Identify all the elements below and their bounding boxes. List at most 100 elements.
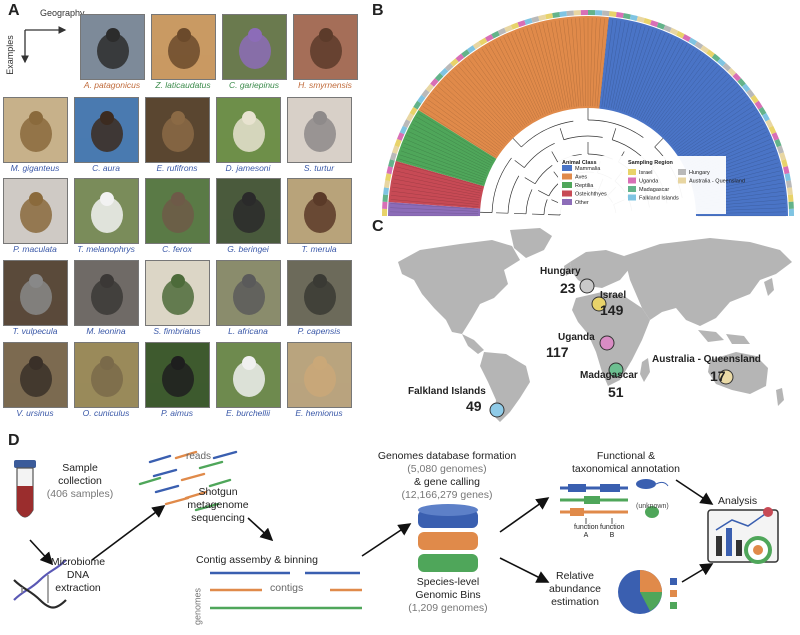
step-dna-extraction: Microbiome DNA extraction	[50, 556, 106, 594]
region-ring-cell	[491, 30, 500, 39]
tree-legend: Animal Class Sampling Region MammaliaAve…	[558, 156, 745, 214]
animal-photo	[74, 342, 139, 408]
region-ring-cell	[388, 159, 395, 168]
animal-photo	[151, 14, 216, 80]
animal-photo	[287, 260, 352, 326]
region-ring-cell	[461, 49, 470, 58]
workflow-arrows	[29, 479, 714, 583]
legend-region-title: Sampling Region	[628, 160, 674, 166]
step-functional-annotation: Functional & taxonomical annotation	[572, 450, 680, 475]
region-ring-cell	[700, 45, 710, 54]
region-ring-cell	[788, 201, 794, 209]
species-label: G. beringei	[227, 244, 269, 254]
tree-wedge	[388, 202, 481, 216]
region-ring-cell	[384, 180, 391, 189]
species-label: T. vulpecula	[12, 326, 58, 336]
region-ring-cell	[552, 12, 561, 19]
species-label: D. jamesoni	[225, 163, 271, 173]
legend-region-swatch	[678, 177, 686, 184]
animal-photo	[74, 260, 139, 326]
region-ring-cell	[727, 67, 737, 77]
animal-photo	[216, 97, 281, 163]
animal-photo	[216, 342, 281, 408]
site-count: 51	[608, 384, 624, 400]
region-ring-cell	[622, 13, 631, 20]
annotated-genome-icon	[560, 484, 628, 524]
region-ring-cell	[688, 37, 698, 46]
region-ring-cell	[656, 22, 666, 30]
region-ring-cell	[787, 194, 794, 202]
site-count: 49	[466, 398, 482, 414]
legend-class-label: Other	[575, 200, 589, 206]
unknown-label: (unknown)	[636, 503, 669, 510]
species-label: C. ferox	[162, 244, 192, 254]
region-ring-cell	[386, 166, 393, 175]
species-label: E. rufifrons	[156, 163, 198, 173]
region-ring-cell	[580, 10, 588, 16]
region-ring-cell	[711, 53, 721, 63]
legend-region-label: Australia - Queensland	[689, 179, 745, 185]
region-ring-cell	[784, 173, 791, 182]
species-label: P. maculata	[13, 244, 57, 254]
animal-photo	[145, 97, 210, 163]
legend-region-swatch	[678, 169, 686, 175]
region-ring-cell	[762, 113, 770, 122]
region-ring-cell	[663, 25, 672, 33]
tree-branches	[390, 18, 786, 217]
species-label: T. merula	[301, 244, 337, 254]
region-ring-cell	[787, 187, 793, 195]
region-ring-cell	[694, 41, 704, 50]
region-ring-cell	[615, 12, 624, 19]
region-ring-cell	[444, 62, 454, 72]
region-ring-cell	[406, 113, 414, 122]
region-ring-cell	[439, 67, 449, 77]
tree-region-ring	[382, 10, 794, 216]
tree-class-wedges	[388, 15, 788, 216]
axis-arrows-icon	[21, 26, 67, 64]
animal-photo	[287, 178, 352, 244]
region-ring-cell	[434, 72, 444, 82]
contig-lines	[210, 571, 362, 610]
region-ring-cell	[455, 53, 465, 63]
site-count: 17	[710, 368, 726, 384]
region-ring-cell	[383, 187, 389, 195]
region-ring-cell	[779, 152, 787, 161]
animal-photo	[80, 14, 145, 80]
tree-wedge	[395, 110, 497, 187]
reads-label: reads	[186, 451, 212, 462]
legend-region-label: Hungary	[689, 170, 710, 176]
region-ring-cell	[765, 119, 774, 128]
region-ring-cell	[595, 10, 603, 16]
region-ring-cell	[676, 30, 685, 39]
region-ring-cell	[450, 58, 459, 67]
animal-photo	[222, 14, 287, 80]
species-label: P. capensis	[297, 326, 341, 336]
species-label: E. hemionus	[295, 408, 343, 418]
species-label: M. leonina	[86, 326, 126, 336]
region-ring-cell	[545, 13, 554, 20]
tree-wedge	[599, 17, 788, 216]
region-ring-cell	[746, 89, 755, 98]
site-name: Uganda	[558, 332, 595, 343]
animal-photo	[145, 178, 210, 244]
region-ring-cell	[399, 125, 408, 135]
region-ring-cell	[781, 159, 788, 168]
step-genomic-bins: Species-level Genomic Bins (1,209 genome…	[408, 576, 488, 614]
animal-photo	[293, 14, 358, 80]
legend-region-label: Uganda	[639, 179, 659, 185]
legend-class-swatch	[562, 165, 572, 171]
step-contig-assembly: Contig assemby & binning	[196, 554, 318, 566]
region-ring-cell	[392, 145, 400, 154]
species-label: M. giganteus	[10, 163, 60, 173]
species-label: T. melanophrys	[77, 244, 135, 254]
legend-class-swatch	[562, 182, 572, 188]
site-count: 23	[560, 280, 576, 296]
region-ring-cell	[771, 132, 779, 141]
bacteria-icon	[636, 479, 669, 518]
dna-helix-icon	[13, 559, 67, 609]
region-ring-cell	[524, 17, 533, 25]
region-ring-cell	[421, 89, 430, 98]
genomes-axis-label: genomes	[192, 587, 203, 626]
legend-region-swatch	[628, 194, 636, 201]
